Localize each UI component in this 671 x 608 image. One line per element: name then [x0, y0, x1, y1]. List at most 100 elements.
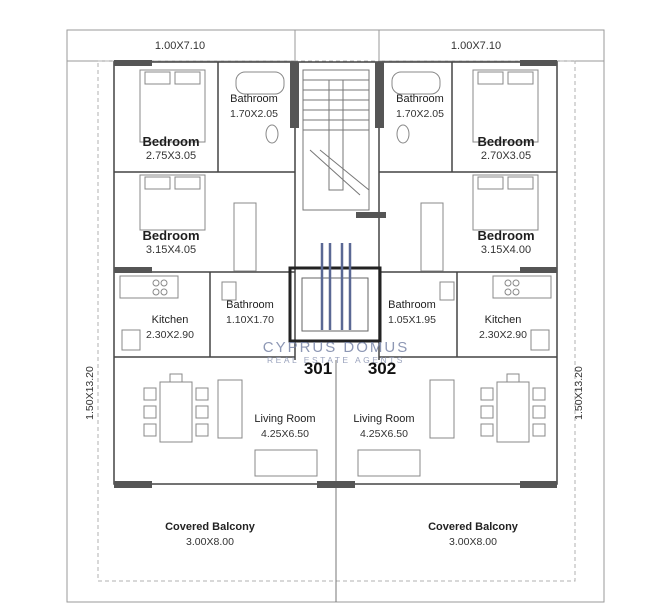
left-living-name: Living Room	[254, 413, 316, 425]
right-bedroom-1-name: Bedroom	[477, 134, 535, 149]
hob	[504, 279, 512, 287]
chair	[532, 387, 546, 401]
right-bathroom-1-name: Bathroom	[396, 93, 444, 105]
chair	[195, 423, 209, 437]
dining-table	[159, 381, 193, 443]
left-bedroom-2-size: 3.15X4.05	[145, 244, 197, 256]
bed-pillow	[477, 71, 504, 85]
right-living-name: Living Room	[353, 413, 415, 425]
right-kitchen-name: Kitchen	[484, 314, 522, 326]
watermark-brand: CYPRUS DOMUS	[262, 339, 410, 356]
chair	[143, 405, 157, 419]
left-side-dimension: 1.50X13.20	[84, 366, 96, 420]
sink	[439, 281, 455, 301]
right-bathroom-1-size: 1.70X2.05	[396, 108, 444, 120]
left-living-size: 4.25X6.50	[261, 428, 309, 440]
window-block	[520, 60, 557, 66]
window-block	[317, 481, 355, 488]
stairwell	[302, 69, 370, 211]
window-block	[520, 267, 557, 273]
top-left-dimension: 1.00X7.10	[154, 40, 206, 52]
sofa	[254, 449, 318, 477]
chair	[480, 423, 494, 437]
kitchen-counter	[119, 275, 179, 299]
toilet	[396, 124, 410, 144]
left-balcony-name: Covered Balcony	[165, 521, 255, 533]
bed-pillow	[144, 176, 171, 190]
chair	[480, 405, 494, 419]
bed-pillow	[477, 176, 504, 190]
left-bedroom-1-name: Bedroom	[142, 134, 200, 149]
bathtub	[391, 71, 441, 95]
toilet	[265, 124, 279, 144]
top-left-wing	[66, 29, 296, 62]
unit-number-right: 302	[367, 359, 397, 378]
right-balcony-size: 3.00X8.00	[449, 536, 497, 548]
right-side-dimension: 1.50X13.20	[573, 366, 585, 420]
bed-pillow	[174, 71, 201, 85]
hob	[152, 279, 160, 287]
bed	[139, 69, 206, 143]
chair	[532, 405, 546, 419]
armchair	[429, 379, 455, 439]
right-bedroom-2-size: 3.15X4.00	[480, 244, 532, 256]
kitchen-counter	[492, 275, 552, 299]
window-block	[356, 212, 386, 218]
chair	[169, 373, 183, 383]
bed-pillow	[174, 176, 201, 190]
hob	[152, 288, 160, 296]
lift-shaft	[288, 243, 382, 343]
fridge	[530, 329, 550, 351]
top-right-dimension: 1.00X7.10	[450, 40, 502, 52]
left-bathroom-1-name: Bathroom	[230, 93, 278, 105]
bed-pillow	[507, 71, 534, 85]
chair	[143, 387, 157, 401]
bed-pillow	[144, 71, 171, 85]
bed	[472, 69, 539, 143]
left-bathroom-2-name: Bathroom	[226, 299, 274, 311]
bathtub	[235, 71, 285, 95]
right-living-size: 4.25X6.50	[360, 428, 408, 440]
watermark-subtitle: REAL ESTATE AGENTS	[267, 355, 405, 365]
unit-number-left: 301	[303, 359, 333, 378]
hob	[160, 288, 168, 296]
wardrobe	[233, 202, 257, 272]
right-balcony-name: Covered Balcony	[428, 521, 518, 533]
right-bathroom-2-name: Bathroom	[388, 299, 436, 311]
chair	[532, 423, 546, 437]
left-kitchen-name: Kitchen	[151, 314, 189, 326]
window-block	[114, 481, 152, 488]
sofa	[357, 449, 421, 477]
right-bedroom-1-size: 2.70X3.05	[480, 150, 532, 162]
right-bedroom-2-name: Bedroom	[477, 228, 535, 243]
bed	[139, 174, 206, 231]
left-balcony-size: 3.00X8.00	[186, 536, 234, 548]
armchair	[217, 379, 243, 439]
right-bathroom-2-size: 1.05X1.95	[388, 314, 436, 326]
chair	[195, 387, 209, 401]
right-kitchen-size: 2.30X2.90	[479, 329, 527, 341]
sink	[221, 281, 237, 301]
left-bathroom-1-size: 1.70X2.05	[230, 108, 278, 120]
wardrobe	[420, 202, 444, 272]
bed-pillow	[507, 176, 534, 190]
left-kitchen-size: 2.30X2.90	[146, 329, 194, 341]
window-block	[114, 60, 152, 66]
window-block	[520, 481, 557, 488]
hob	[504, 288, 512, 296]
window-block	[290, 62, 299, 128]
chair	[143, 423, 157, 437]
fridge	[121, 329, 141, 351]
window-block	[375, 62, 384, 128]
chair	[480, 387, 494, 401]
chair	[195, 405, 209, 419]
hob	[160, 279, 168, 287]
window-block	[114, 267, 152, 273]
bed	[472, 174, 539, 231]
hob	[512, 288, 520, 296]
chair	[506, 373, 520, 383]
left-bedroom-2-name: Bedroom	[142, 228, 200, 243]
hob	[512, 279, 520, 287]
dining-table	[496, 381, 530, 443]
